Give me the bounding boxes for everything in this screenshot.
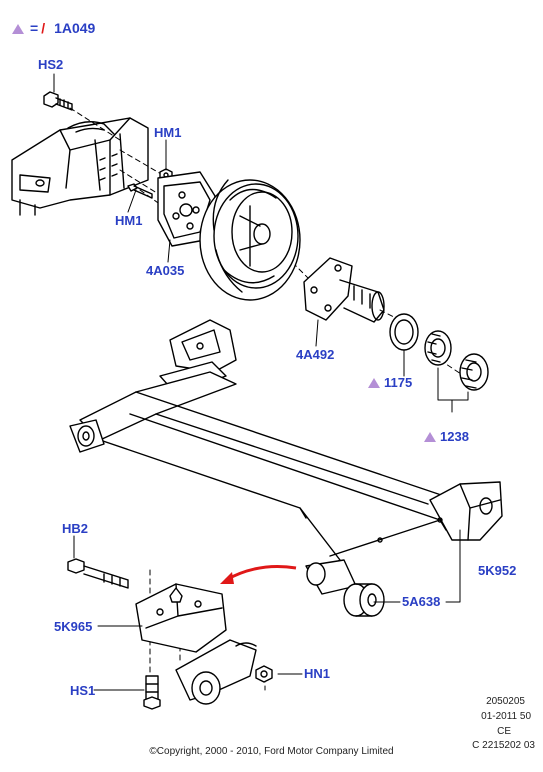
bolt-hb2 <box>67 558 129 589</box>
legend-code: 1A049 <box>54 20 96 36</box>
bolt-hs2 <box>43 91 73 111</box>
seal <box>389 313 419 351</box>
callout-5k952[interactable]: 5K952 <box>478 563 517 578</box>
axle-beam <box>69 319 503 595</box>
brake-assembly <box>199 179 301 301</box>
legend: =/ 1A049 <box>12 20 95 36</box>
copyright: ©Copyright, 2000 - 2010, Ford Motor Comp… <box>149 746 394 757</box>
meta-code-1: 2050205 <box>486 696 525 707</box>
triangle-icon <box>368 378 380 388</box>
legend-slash: / <box>41 20 46 36</box>
callout-hm1-left[interactable]: HM1 <box>115 213 143 228</box>
callout-1238-text: 1238 <box>440 429 469 444</box>
meta-code-3: CE <box>497 726 511 737</box>
callout-1175-text: 1175 <box>384 375 413 390</box>
lower-arm <box>175 639 257 705</box>
callout-hm1-top[interactable]: HM1 <box>154 125 182 140</box>
meta-code-4: C 2215202 03 <box>472 740 535 751</box>
bearings <box>424 330 489 413</box>
legend-equals: = <box>30 20 39 36</box>
callout-5a638[interactable]: 5A638 <box>402 594 441 609</box>
callout-hs1[interactable]: HS1 <box>70 683 96 698</box>
nut-hn1 <box>255 665 273 683</box>
callout-hs2[interactable]: HS2 <box>38 57 64 72</box>
bolt-hs1 <box>143 675 161 710</box>
callout-4a492[interactable]: 4A492 <box>296 347 335 362</box>
bushing-5a638 <box>343 583 385 617</box>
triangle-icon <box>424 432 436 442</box>
spindle <box>303 257 385 323</box>
callout-hn1[interactable]: HN1 <box>304 666 331 681</box>
callout-hb2[interactable]: HB2 <box>62 521 89 536</box>
callout-5k965[interactable]: 5K965 <box>54 619 93 634</box>
hm1-bolt <box>127 183 153 199</box>
meta-code-2: 01-2011 50 <box>481 711 531 722</box>
callout-1175[interactable]: 1175 <box>368 376 412 390</box>
mount-bracket <box>135 583 227 653</box>
body-bracket <box>11 117 149 216</box>
leader-lines <box>53 73 461 691</box>
callout-4a035[interactable]: 4A035 <box>146 263 185 278</box>
triangle-icon <box>12 24 24 34</box>
callout-1238[interactable]: 1238 <box>424 430 469 444</box>
red-arrow <box>220 565 297 584</box>
